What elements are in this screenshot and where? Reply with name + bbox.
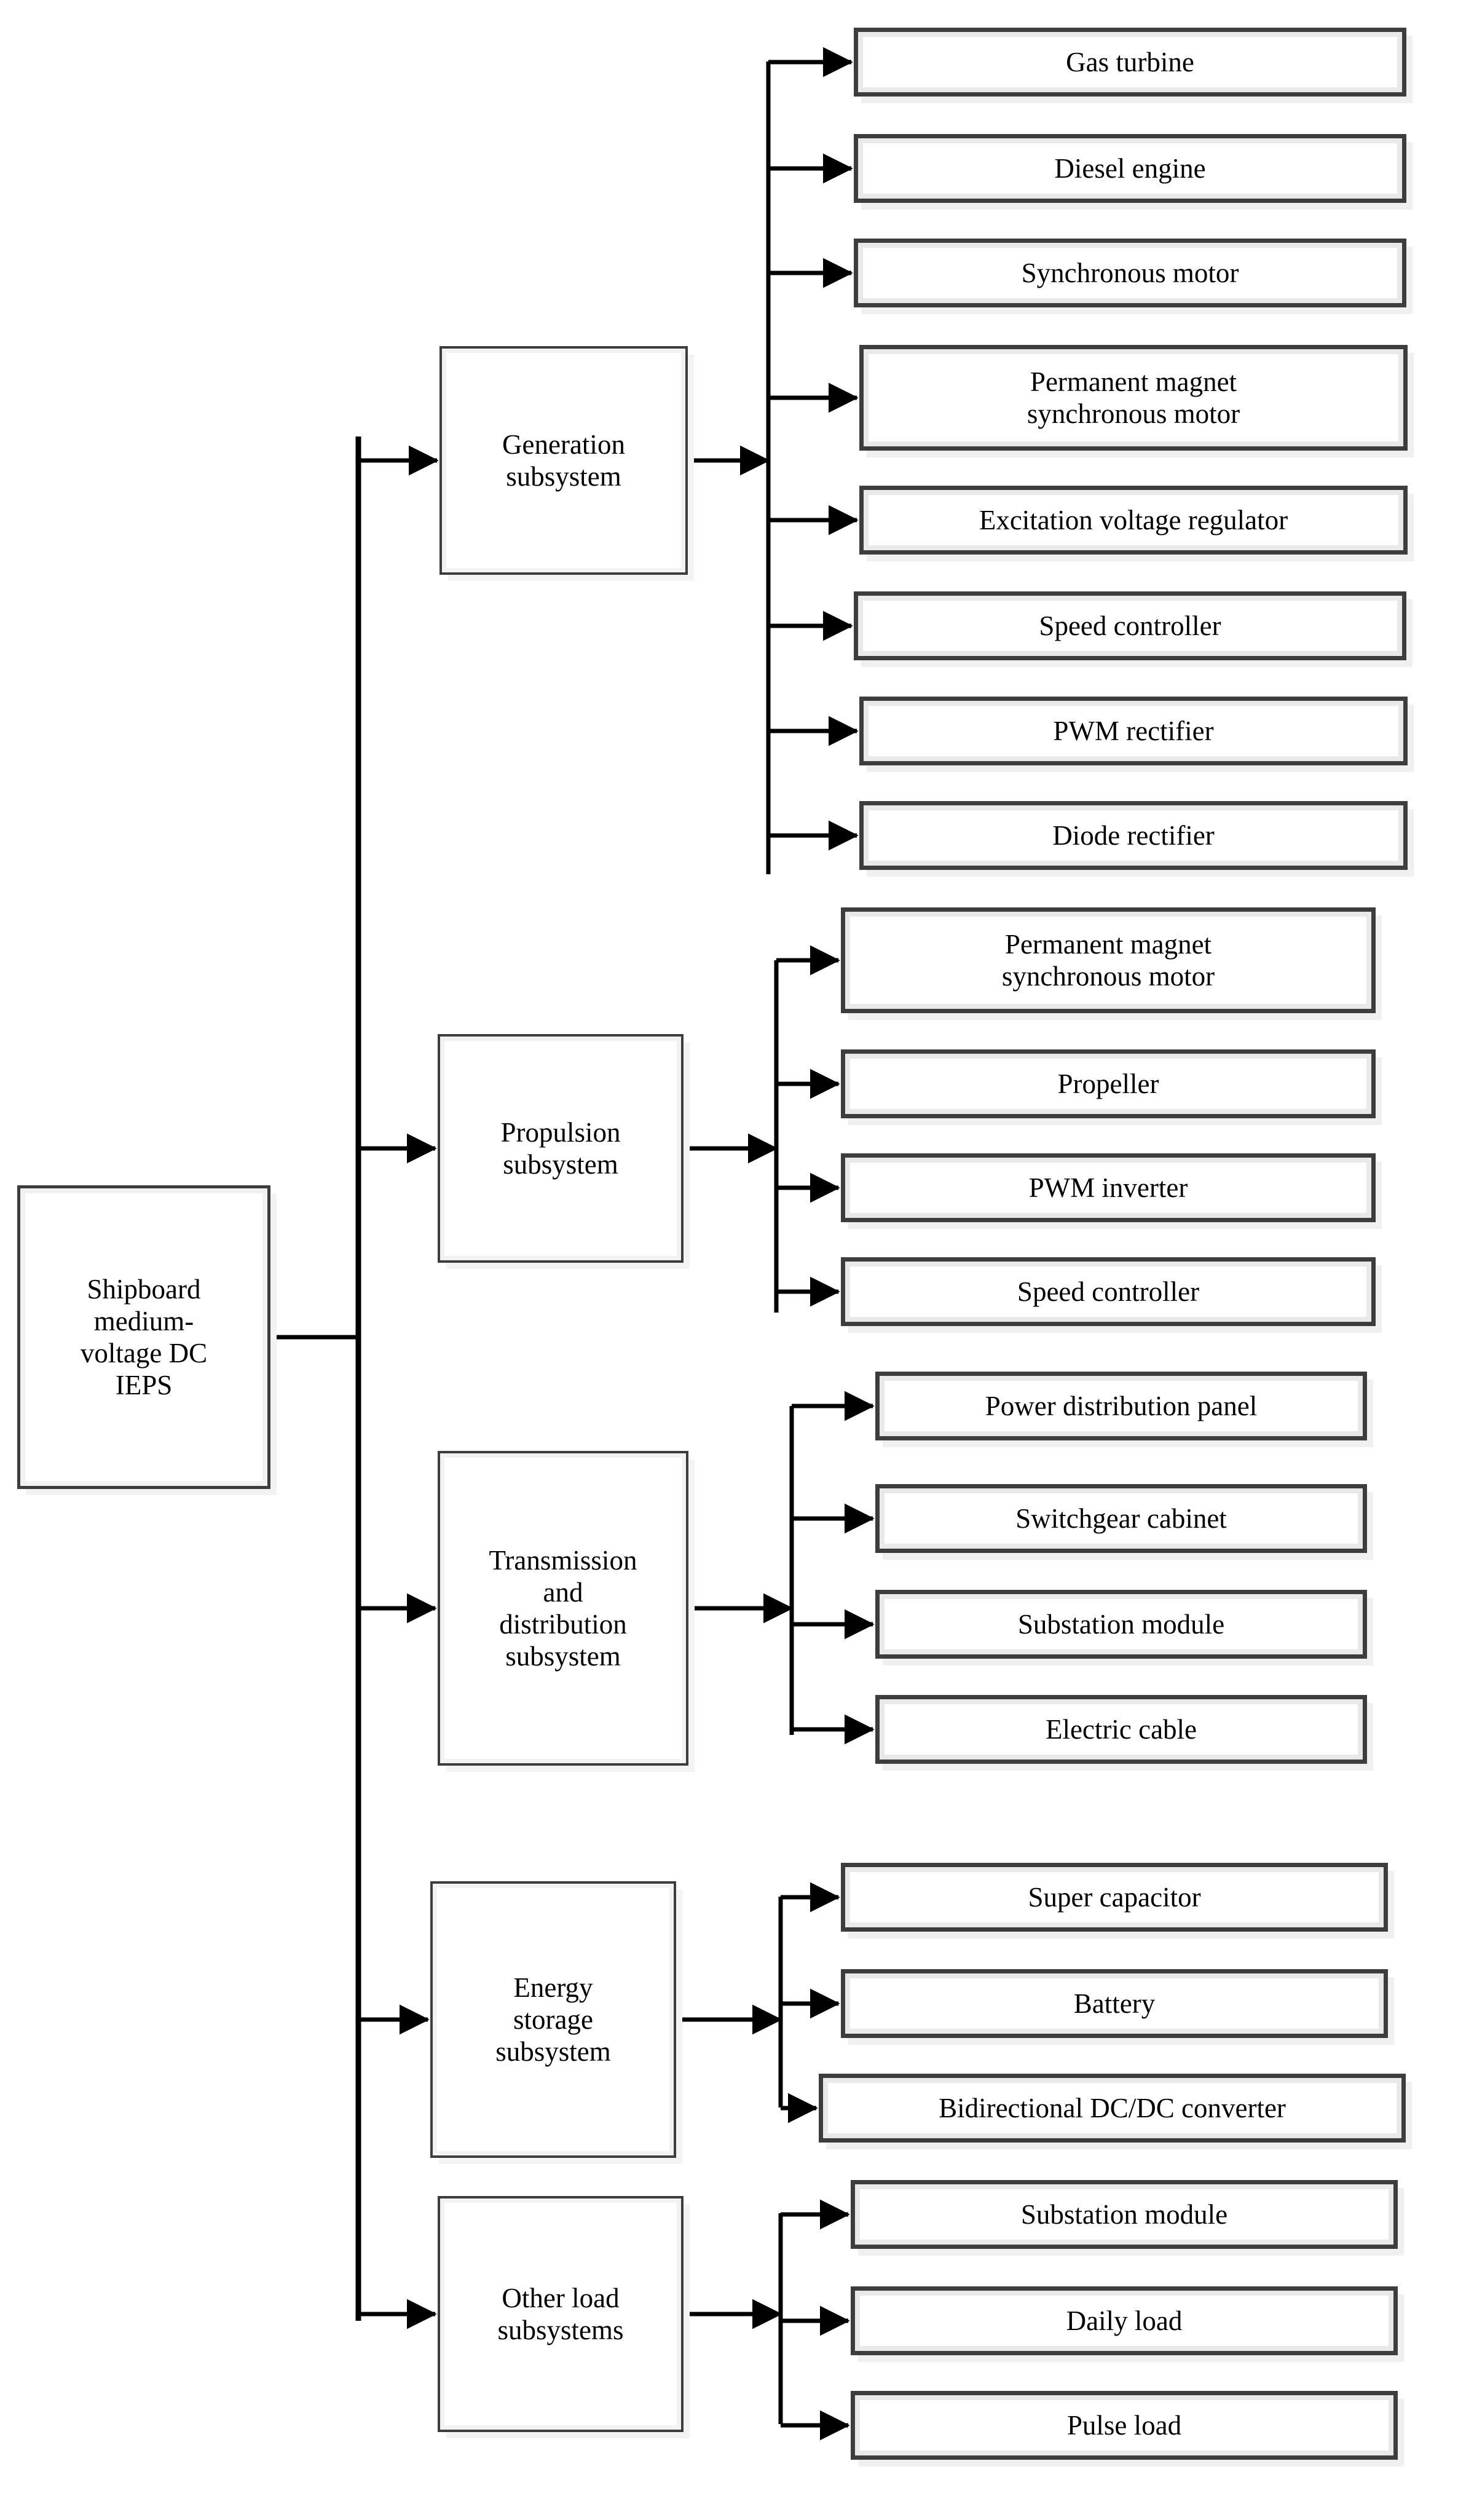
leaf-node-generation-7[interactable]: Diode rectifier	[859, 801, 1408, 870]
leaf-node-label: Battery	[1073, 1988, 1156, 2019]
group-node-label: Energy storage subsystem	[495, 1972, 611, 2068]
leaf-node-label: Substation module	[1017, 1608, 1225, 1640]
leaf-node-label: Switchgear cabinet	[1015, 1503, 1227, 1534]
leaf-node-generation-1[interactable]: Diesel engine	[854, 134, 1406, 203]
leaf-node-generation-4[interactable]: Excitation voltage regulator	[859, 486, 1408, 555]
leaf-node-label: Speed controller	[1039, 610, 1221, 641]
leaf-node-transmission-1[interactable]: Switchgear cabinet	[875, 1484, 1367, 1553]
leaf-node-label: Synchronous motor	[1021, 257, 1239, 288]
leaf-node-generation-6[interactable]: PWM rectifier	[859, 697, 1408, 765]
group-node-storage[interactable]: Energy storage subsystem	[430, 1881, 676, 2158]
leaf-node-label: Bidirectional DC/DC converter	[939, 2092, 1286, 2123]
root-node-shipboard-mvdc-ieps[interactable]: Shipboard medium- voltage DC IEPS	[17, 1185, 270, 1489]
leaf-node-propulsion-1[interactable]: Propeller	[841, 1049, 1376, 1118]
leaf-node-generation-3[interactable]: Permanent magnet synchronous motor	[859, 345, 1408, 451]
leaf-node-generation-0[interactable]: Gas turbine	[854, 28, 1406, 97]
leaf-node-label: Substation module	[1020, 2198, 1228, 2230]
leaf-node-transmission-0[interactable]: Power distribution panel	[875, 1372, 1367, 1440]
leaf-node-label: Electric cable	[1045, 1713, 1197, 1745]
leaf-node-transmission-2[interactable]: Substation module	[875, 1590, 1367, 1659]
leaf-node-label: Gas turbine	[1066, 46, 1194, 77]
leaf-node-label: Speed controller	[1017, 1276, 1200, 1307]
leaf-node-label: Diesel engine	[1054, 152, 1206, 184]
group-node-propulsion[interactable]: Propulsion subsystem	[438, 1034, 684, 1263]
leaf-node-otherload-2[interactable]: Pulse load	[851, 2391, 1398, 2460]
group-node-label: Other load subsystems	[497, 2282, 624, 2345]
leaf-node-label: Super capacitor	[1028, 1881, 1201, 1913]
leaf-node-storage-1[interactable]: Battery	[841, 1969, 1388, 2038]
leaf-node-storage-2[interactable]: Bidirectional DC/DC converter	[819, 2074, 1406, 2143]
leaf-node-generation-2[interactable]: Synchronous motor	[854, 239, 1406, 307]
root-node-label: Shipboard medium- voltage DC IEPS	[80, 1273, 208, 1401]
leaf-node-label: PWM rectifier	[1053, 715, 1214, 746]
group-node-otherload[interactable]: Other load subsystems	[438, 2196, 684, 2432]
leaf-node-storage-0[interactable]: Super capacitor	[841, 1863, 1388, 1932]
leaf-node-propulsion-0[interactable]: Permanent magnet synchronous motor	[841, 907, 1376, 1013]
group-node-label: Generation subsystem	[502, 429, 625, 492]
leaf-node-label: Permanent magnet synchronous motor	[1027, 366, 1240, 429]
leaf-node-label: Excitation voltage regulator	[979, 504, 1288, 535]
leaf-node-label: Power distribution panel	[985, 1390, 1258, 1421]
leaf-node-generation-5[interactable]: Speed controller	[854, 591, 1406, 660]
group-node-transmission[interactable]: Transmission and distribution subsystem	[438, 1451, 688, 1766]
leaf-node-label: Daily load	[1066, 2305, 1183, 2336]
leaf-node-propulsion-3[interactable]: Speed controller	[841, 1257, 1376, 1326]
leaf-node-otherload-0[interactable]: Substation module	[851, 2180, 1398, 2249]
group-node-label: Transmission and distribution subsystem	[489, 1544, 637, 1672]
leaf-node-otherload-1[interactable]: Daily load	[851, 2286, 1398, 2355]
leaf-node-label: Permanent magnet synchronous motor	[1001, 928, 1215, 992]
group-node-label: Propulsion subsystem	[500, 1116, 621, 1180]
leaf-node-propulsion-2[interactable]: PWM inverter	[841, 1153, 1376, 1222]
leaf-node-transmission-3[interactable]: Electric cable	[875, 1695, 1367, 1764]
group-node-generation[interactable]: Generation subsystem	[439, 346, 688, 575]
leaf-node-label: Propeller	[1057, 1068, 1159, 1099]
leaf-node-label: Diode rectifier	[1052, 820, 1215, 851]
leaf-node-label: PWM inverter	[1028, 1172, 1188, 1203]
leaf-node-label: Pulse load	[1066, 2409, 1182, 2441]
